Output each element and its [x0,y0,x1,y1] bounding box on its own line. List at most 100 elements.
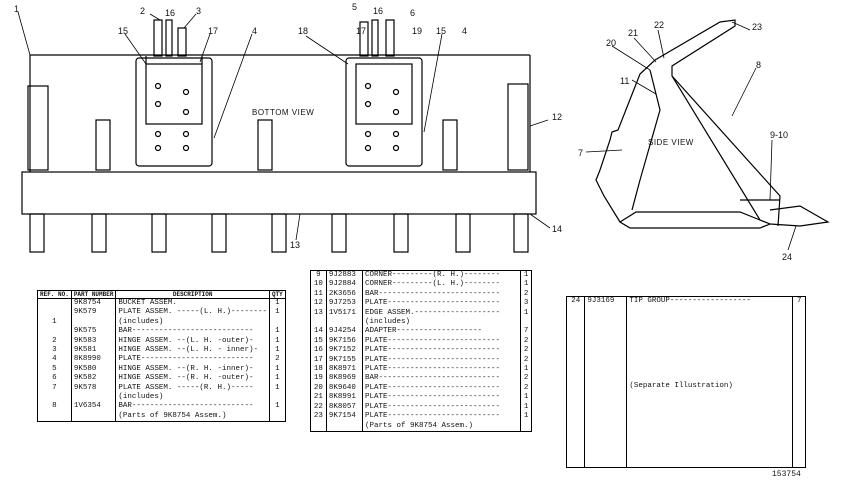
callout-15b: 15 [436,26,447,36]
bottom-view-label: BOTTOM VIEW [252,108,315,117]
part-number-cell: 8K8990 [71,355,117,365]
table-row: (includes) [37,393,286,403]
ref-no-cell: 24 [566,296,586,382]
callout-4b: 4 [462,26,468,36]
part-number-cell [71,317,117,328]
callout-11: 11 [620,76,630,86]
qty-cell: 1 [275,336,280,345]
ref-no-cell: 3 [37,346,72,356]
description-cell: HINGE ASSEM. --(L. H. -outer)- [115,336,270,347]
callout-20: 20 [606,38,617,48]
header-description: DESCRIPTION [115,290,270,299]
part-number-cell: 8K8971 [326,365,364,375]
callout-5: 5 [352,2,358,12]
part-number-cell: 9K7156 [326,336,364,347]
part-number-cell: 9K580 [71,364,117,375]
callout-8: 8 [756,60,762,70]
part-number-cell: 9J2884 [326,280,364,290]
qty-cell: 1 [275,402,280,411]
part-number-cell: 9K7154 [326,412,364,422]
part-number-cell: 9K7155 [326,355,364,366]
description-cell: PLATE------------------------- [362,365,522,375]
ref-no-cell [566,382,586,468]
ref-no-cell: 21 [310,393,327,403]
part-number-cell: 9K575 [71,327,117,337]
description-cell: (Separate Illustration) [626,382,794,468]
callout-7: 7 [578,148,584,158]
ref-no-cell [37,411,72,422]
ref-no-cell: 1 [37,317,72,328]
side-view-label: SIDE VIEW [648,138,694,147]
drawing-number: 153754 [772,470,801,479]
callout-3: 3 [196,6,202,16]
table-row: 1(includes) [37,317,286,328]
header-ref-no: REF. NO. [37,290,72,299]
qty-cell: 2 [275,355,280,364]
part-number-cell: 9J4254 [326,327,364,337]
part-number-cell: 9K8754 [71,298,117,309]
ref-no-cell: 14 [310,327,327,337]
callout-12: 12 [552,112,563,122]
callout-15: 15 [118,26,129,36]
description-cell: PLATE------------------------- [362,402,522,413]
description-cell: PLATE------------------------- [362,346,522,356]
ref-no-cell [37,327,72,337]
description-cell: BUCKET ASSEM. [115,298,270,309]
qty-cell: 7 [796,297,802,305]
qty-cell: 1 [275,299,280,307]
part-number-cell: 9J3169 [584,296,628,382]
ref-no-cell: 4 [37,355,72,365]
ref-no-cell: 5 [37,364,72,375]
ref-no-cell: 10 [310,280,327,290]
side-view-drawing [585,19,830,251]
description-cell: HINGE ASSEM. --(R. H. -outer)- [115,374,270,384]
qty-cell [521,422,532,432]
ref-no-cell: 12 [310,299,327,309]
ref-no-cell: 9 [310,270,327,281]
part-number-cell: 9K583 [71,336,117,347]
ref-no-cell: 17 [310,355,327,366]
description-cell: (includes) [362,318,522,328]
part-number-cell [326,318,364,328]
qty-cell [269,318,285,327]
part-number-cell: 9K7152 [326,346,364,356]
qty-cell: 7 [523,327,529,336]
ref-no-cell [310,318,327,328]
callout-14: 14 [552,224,563,234]
ref-no-cell: 13 [310,308,327,319]
description-cell: HINGE ASSEM. --(L. H. - inner)- [115,346,270,356]
callout-9-10: 9-10 [770,130,789,140]
description-cell: PLATE------------------------- [362,355,522,366]
description-cell: HINGE ASSEM. --(R. H. -inner)- [115,364,270,375]
qty-cell: 2 [523,289,529,298]
callout-16b: 16 [373,6,384,16]
qty-cell: 2 [523,336,529,345]
qty-cell: 1 [523,271,529,279]
ref-no-cell: 19 [310,374,327,384]
description-cell: BAR--------------------------- [115,402,270,412]
description-cell: CORNER---------(L. H.)-------- [362,280,522,290]
qty-cell: 1 [523,412,529,421]
part-number-cell: 1V5171 [326,308,364,319]
qty-cell: 3 [523,299,529,308]
description-cell: EDGE ASSEM.------------------- [362,308,522,319]
qty-cell [269,393,285,402]
qty-cell: 1 [523,393,529,402]
part-number-cell: 2K3656 [326,289,364,300]
callout-23: 23 [752,22,763,32]
qty-cell: 2 [523,346,529,355]
description-cell: TIP GROUP------------------ [626,296,794,382]
